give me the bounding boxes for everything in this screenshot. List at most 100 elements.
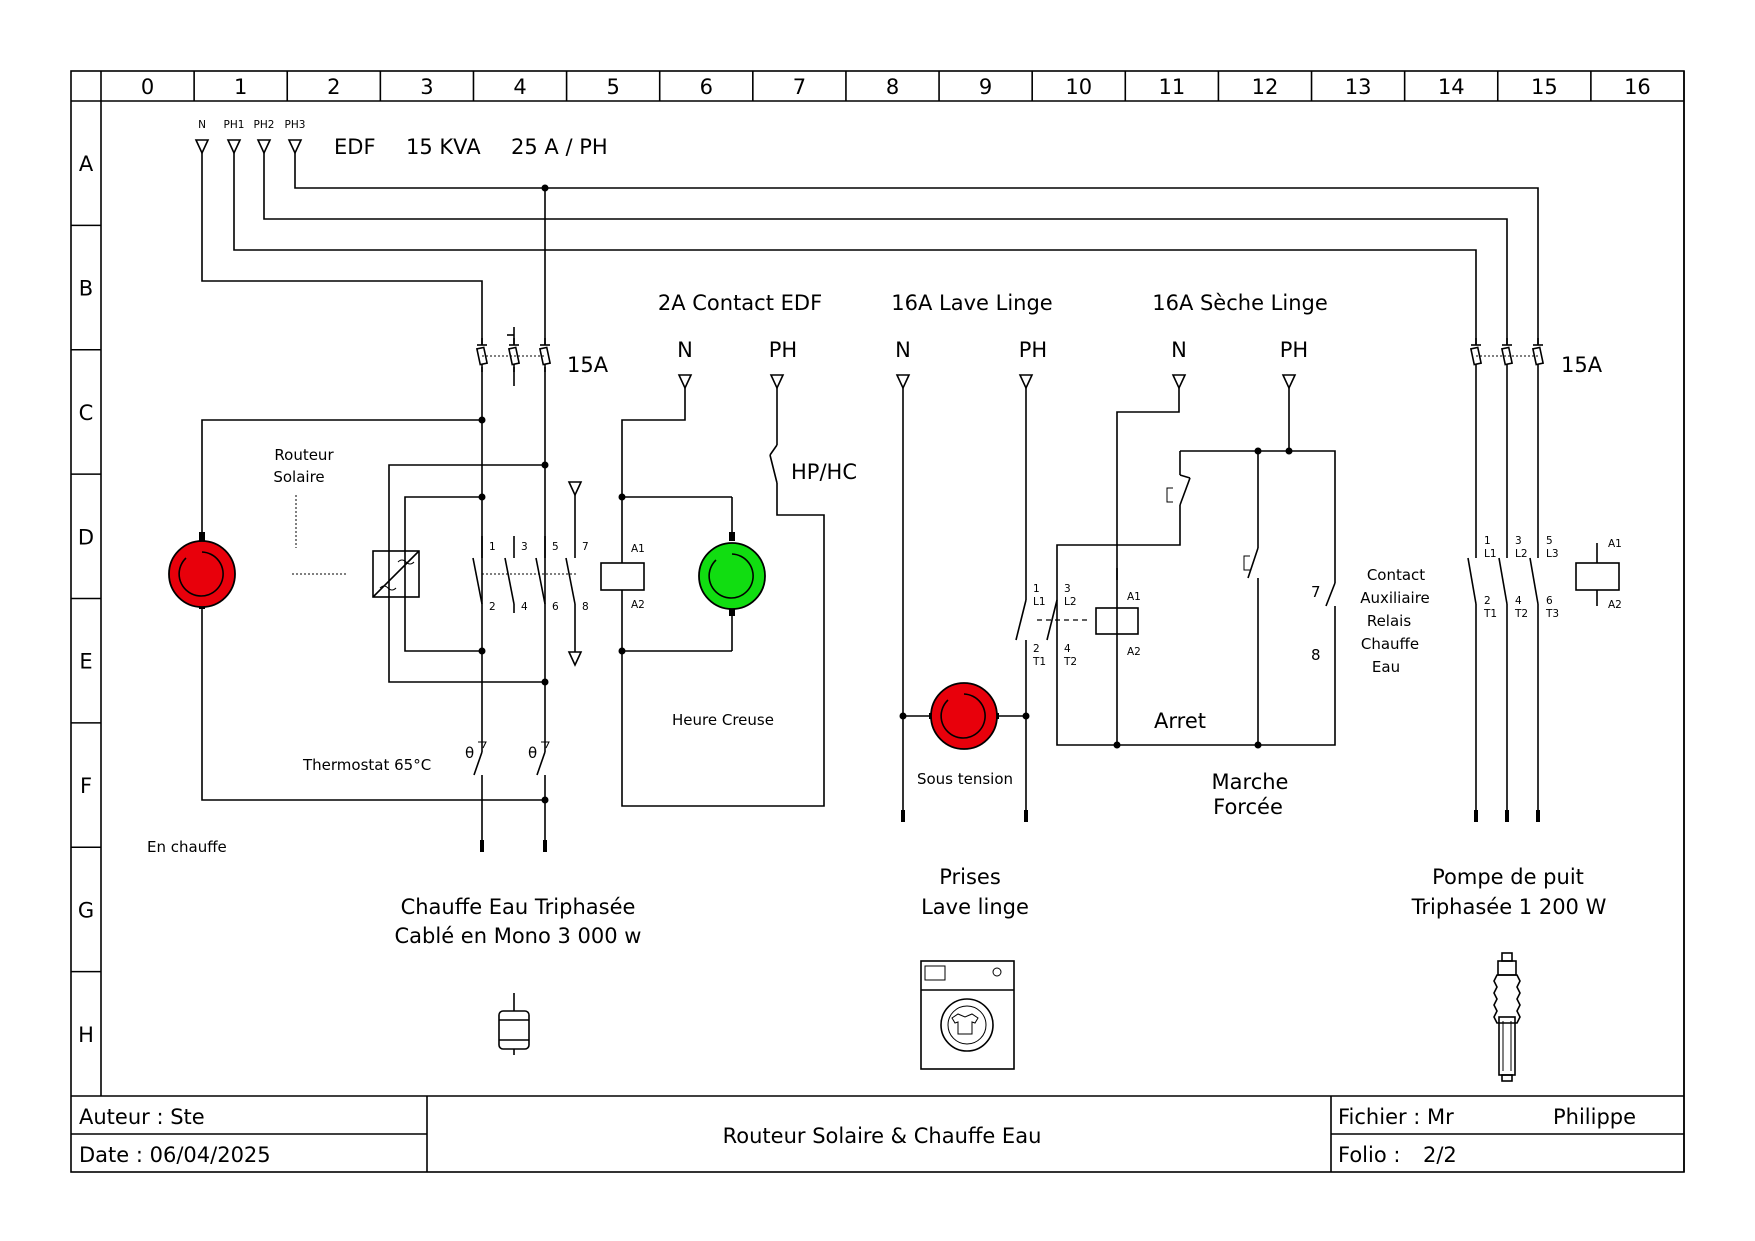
contact-edf-title: 2A Contact EDF (658, 291, 822, 315)
sous-tension-label: Sous tension (917, 770, 1013, 788)
submersible-pump-icon (1493, 952, 1521, 1082)
washing-machine-icon (920, 960, 1015, 1070)
supply-current: 25 A / PH (511, 135, 608, 159)
aux-8: 8 (1311, 646, 1321, 664)
routeur-label-2: Solaire (273, 468, 324, 486)
grid-column-5: 5 (606, 75, 619, 99)
pump-contact-bottom-mark: 4 (1515, 595, 1522, 607)
seche-linge-title: 16A Sèche Linge (1152, 291, 1328, 315)
file-label: Fichier : Mr (1338, 1105, 1454, 1129)
file-name: Philippe (1553, 1105, 1636, 1129)
pump-contact-top-L: L2 (1515, 548, 1528, 560)
routeur-label-1: Routeur (274, 446, 334, 464)
pompe-title-1: Pompe de puit (1432, 865, 1584, 889)
grid-column-15: 15 (1531, 75, 1558, 99)
k2-coil-a1: A1 (1127, 591, 1141, 603)
thermostat-theta-symbol: θ (528, 744, 537, 762)
grid-column-9: 9 (979, 75, 992, 99)
arret-label: Arret (1154, 709, 1206, 733)
pump-contact-bottom-T: T1 (1483, 608, 1497, 620)
title-block: Auteur : Ste Date : 06/04/2025 Routeur S… (71, 1096, 1684, 1172)
grid-column-8: 8 (886, 75, 899, 99)
seche-linge-ph: PH (1280, 338, 1308, 362)
pump-coil-a1: A1 (1608, 538, 1622, 550)
grid-row-E: E (79, 650, 92, 674)
grid-column-1: 1 (234, 75, 247, 99)
k1-contact-blade (535, 557, 546, 605)
k1-contact-bottom-mark: 2 (489, 601, 496, 613)
grid-row-D: D (78, 525, 94, 549)
terminal-label-ph3: PH3 (285, 119, 306, 131)
k1-contact-blade (565, 557, 576, 605)
drawing-title: Routeur Solaire & Chauffe Eau (723, 1124, 1042, 1148)
prises-title-2: Lave linge (921, 895, 1029, 919)
k1-contact-top-mark: 5 (552, 541, 559, 553)
thermostat-blade (473, 751, 483, 776)
supply-terminals: N PH1 PH2 PH3 EDF 15 KVA 25 A / PH (194, 119, 608, 159)
pump-contact-bottom-mark: 2 (1484, 595, 1491, 607)
grid-row-G: G (78, 898, 94, 922)
grid-column-6: 6 (700, 75, 713, 99)
lave-linge-n: N (895, 338, 911, 362)
chauffe-eau-title-2: Cablé en Mono 3 000 w (395, 924, 642, 948)
grid-column-11: 11 (1158, 75, 1185, 99)
marche-label-2: Forcée (1213, 795, 1283, 819)
pump-contact-blade (1498, 557, 1508, 605)
grid-row-F: F (80, 774, 92, 798)
grid-column-7: 7 (793, 75, 806, 99)
k2-contact-top-L: L1 (1033, 596, 1046, 608)
water-heater-icon (498, 993, 530, 1055)
k2-contact-bottom-mark: 4 (1064, 643, 1071, 655)
k2-contact-bottom-mark: 2 (1033, 643, 1040, 655)
k1-contact-top-mark: 3 (521, 541, 528, 553)
folio-label: Folio : (1338, 1143, 1400, 1167)
k2-contact-bottom-T: T2 (1063, 656, 1077, 668)
pump-outlet-stub (1505, 810, 1509, 822)
k2-coil-a2: A2 (1127, 646, 1141, 658)
grid-column-12: 12 (1252, 75, 1279, 99)
breaker-right: 15A (1469, 338, 1603, 377)
heure-creuse-label: Heure Creuse (672, 711, 774, 729)
thermostat-mark (541, 741, 550, 749)
pump-contact-bottom-T: T3 (1545, 608, 1559, 620)
pump-contact-top-mark: 3 (1515, 535, 1522, 547)
pump-contact-top-L: L1 (1484, 548, 1497, 560)
grid-column-16: 16 (1624, 75, 1651, 99)
lave-linge-title: 16A Lave Linge (891, 291, 1052, 315)
k1-contact-blade (472, 557, 483, 605)
aux-contact-label-line: Auxiliaire (1360, 589, 1430, 607)
hphc-label: HP/HC (791, 460, 857, 484)
k1-contact-bottom-mark: 6 (552, 601, 559, 613)
supply-edf: EDF (334, 135, 376, 159)
aux-7: 7 (1311, 583, 1321, 601)
k1-contact-top-mark: 7 (582, 541, 589, 553)
k2-contact-bottom-T: T1 (1032, 656, 1046, 668)
supply-wiring (201, 153, 1539, 345)
marche-label-1: Marche (1212, 770, 1289, 794)
grid-row-B: B (79, 277, 93, 301)
grid-column-4: 4 (513, 75, 526, 99)
prises-title-1: Prises (939, 865, 1001, 889)
grid-row-H: H (78, 1023, 94, 1047)
grid-row-A: A (79, 152, 94, 176)
k2-contact-top-mark: 3 (1064, 583, 1071, 595)
chauffe-eau-title-1: Chauffe Eau Triphasée (401, 895, 636, 919)
pump-contact-blade (1467, 557, 1477, 605)
contact-edf-n: N (677, 338, 693, 362)
fuse-element (1500, 346, 1514, 366)
drawing-frame (70, 70, 1685, 1173)
pump-outlet-stub (1536, 810, 1540, 822)
grid-column-2: 2 (327, 75, 340, 99)
lave-linge-circuit: 16A Lave Linge N PH Sous tension Prises … (891, 291, 1052, 919)
contact-edf-ph: PH (769, 338, 797, 362)
pump-coil-a2: A2 (1608, 599, 1622, 611)
fuse-element (538, 346, 552, 366)
en-chauffe-label: En chauffe (147, 838, 227, 856)
grid-column-13: 13 (1345, 75, 1372, 99)
lave-linge-ph: PH (1019, 338, 1047, 362)
terminal-label-ph2: PH2 (254, 119, 275, 131)
grid-column-0: 0 (141, 75, 154, 99)
seche-linge-n: N (1171, 338, 1187, 362)
